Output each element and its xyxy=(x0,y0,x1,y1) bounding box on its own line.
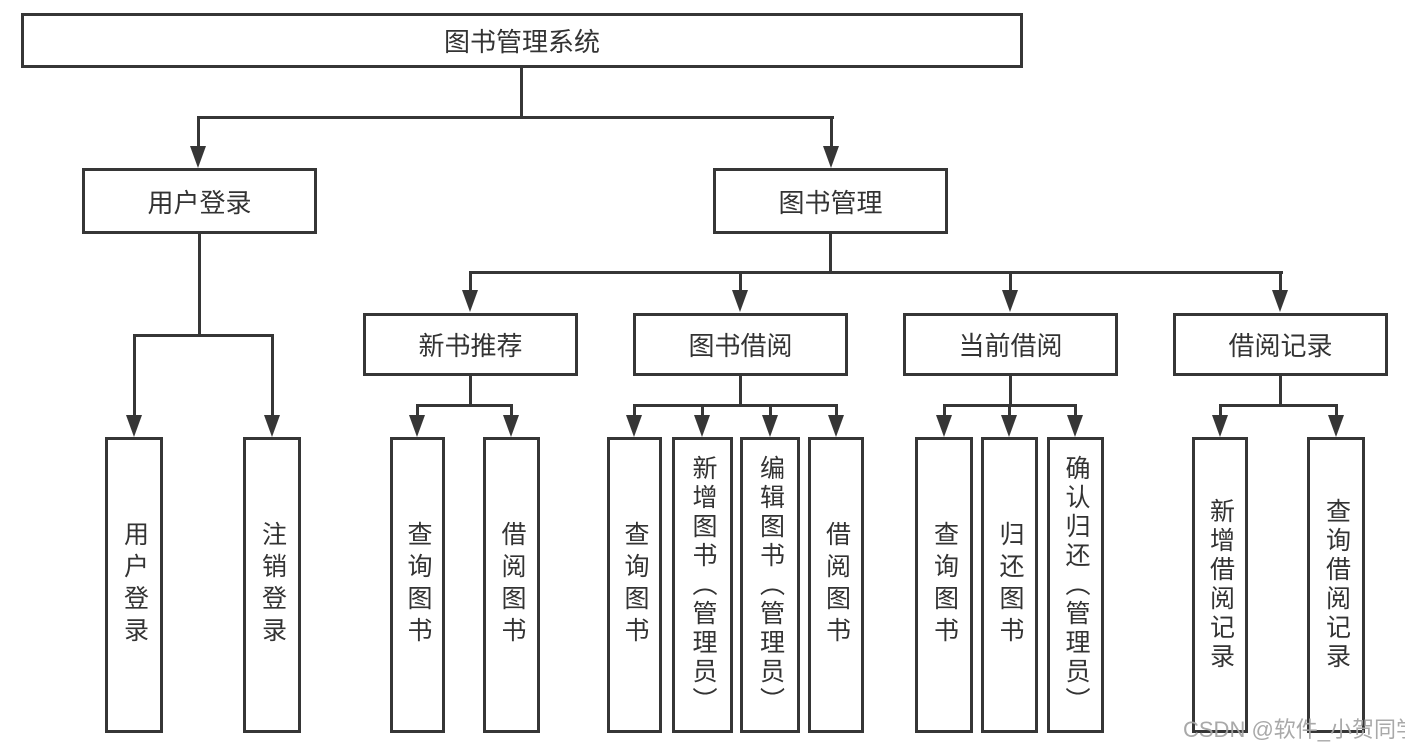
arrow-down-icon xyxy=(732,290,748,312)
arrow-down-icon xyxy=(828,415,844,437)
connector-line xyxy=(1009,271,1012,292)
leaf-borrow-books-recommend: 借阅图书 xyxy=(483,437,540,733)
connector-book-management-horizontal xyxy=(469,271,1283,274)
arrow-down-icon xyxy=(694,415,710,437)
connector-line xyxy=(416,404,419,417)
leaf-user-login: 用户登录 xyxy=(105,437,163,733)
arrow-down-icon xyxy=(126,415,142,437)
connector-line xyxy=(739,271,742,292)
arrow-down-icon xyxy=(190,146,206,168)
connector-line xyxy=(510,404,513,417)
node-label: 用户登录 xyxy=(120,521,149,649)
connector-line xyxy=(1279,374,1282,407)
connector-line xyxy=(633,404,636,417)
arrow-down-icon xyxy=(1212,415,1228,437)
leaf-query-borrow-record: 查询借阅记录 xyxy=(1307,437,1365,733)
connector-user-login-stem xyxy=(198,234,201,336)
node-label: 借阅记录 xyxy=(1228,331,1333,361)
connector-line xyxy=(271,334,274,417)
node-label: 图书管理系统 xyxy=(443,27,600,57)
node-library-management-system: 图书管理系统 xyxy=(21,13,1023,68)
node-label: 查询图书 xyxy=(621,521,649,649)
leaf-confirm-return-admin: 确认归还（管理员） xyxy=(1047,437,1104,733)
connector-line xyxy=(469,271,472,292)
leaf-logout-login: 注销登录 xyxy=(243,437,301,733)
connector-line xyxy=(633,404,838,407)
arrow-down-icon xyxy=(823,146,839,168)
node-new-book-recommendation: 新书推荐 xyxy=(363,313,578,376)
node-current-borrowing: 当前借阅 xyxy=(903,313,1118,376)
node-label: 借阅图书 xyxy=(822,521,851,649)
connector-line xyxy=(133,334,136,417)
connector-line xyxy=(701,404,704,417)
node-label: 用户登录 xyxy=(147,187,252,218)
node-label: 当前借阅 xyxy=(958,331,1063,361)
leaf-add-book-admin: 新增图书（管理员） xyxy=(672,437,733,733)
arrow-down-icon xyxy=(762,415,778,437)
node-borrowing-records: 借阅记录 xyxy=(1173,313,1388,376)
connector-line xyxy=(1219,404,1222,417)
arrow-down-icon xyxy=(503,415,519,437)
node-label: 确认归还（管理员） xyxy=(1062,454,1090,716)
node-label: 图书管理 xyxy=(778,187,883,218)
node-label: 归还图书 xyxy=(996,521,1024,649)
arrow-down-icon xyxy=(1328,415,1344,437)
connector-line xyxy=(197,116,200,148)
connector-line xyxy=(769,404,772,417)
connector-user-login-horizontal xyxy=(133,334,274,337)
connector-line xyxy=(1279,271,1282,292)
arrow-down-icon xyxy=(1001,415,1017,437)
arrow-down-icon xyxy=(409,415,425,437)
connector-line xyxy=(469,374,472,407)
connector-line xyxy=(739,374,742,407)
node-user-login: 用户登录 xyxy=(82,168,317,234)
node-label: 图书借阅 xyxy=(688,331,793,361)
connector-root-stem xyxy=(520,66,523,118)
connector-line xyxy=(1009,374,1012,407)
arrow-down-icon xyxy=(462,290,478,312)
arrow-down-icon xyxy=(626,415,642,437)
leaf-return-book: 归还图书 xyxy=(981,437,1038,733)
node-label: 新书推荐 xyxy=(418,331,523,361)
leaf-query-books-recommend: 查询图书 xyxy=(390,437,445,733)
node-label: 查询图书 xyxy=(930,521,959,649)
leaf-query-books-current: 查询图书 xyxy=(915,437,973,733)
leaf-borrow-books-borrow: 借阅图书 xyxy=(808,437,864,733)
connector-line xyxy=(1219,404,1338,407)
connector-book-management-stem xyxy=(829,234,832,274)
arrow-down-icon xyxy=(1272,290,1288,312)
node-label: 查询借阅记录 xyxy=(1322,498,1351,672)
connector-line xyxy=(1008,404,1011,417)
connector-line xyxy=(943,404,946,417)
node-label: 注销登录 xyxy=(258,521,287,649)
connector-root-horizontal xyxy=(197,116,834,119)
connector-line xyxy=(1074,404,1077,417)
leaf-add-borrow-record: 新增借阅记录 xyxy=(1192,437,1248,733)
arrow-down-icon xyxy=(264,415,280,437)
leaf-edit-book-admin: 编辑图书（管理员） xyxy=(740,437,800,733)
connector-line xyxy=(416,404,513,407)
node-book-management: 图书管理 xyxy=(713,168,948,234)
connector-line xyxy=(835,404,838,417)
node-label: 编辑图书（管理员） xyxy=(756,454,785,716)
arrow-down-icon xyxy=(1067,415,1083,437)
connector-line xyxy=(830,116,833,148)
arrow-down-icon xyxy=(1002,290,1018,312)
node-label: 借阅图书 xyxy=(498,521,526,649)
watermark: CSDN @软件_小贺同学 xyxy=(1183,717,1405,742)
node-book-borrowing: 图书借阅 xyxy=(633,313,848,376)
node-label: 新增借阅记录 xyxy=(1206,498,1235,672)
leaf-query-books-borrow: 查询图书 xyxy=(607,437,662,733)
node-label: 查询图书 xyxy=(404,521,432,649)
arrow-down-icon xyxy=(936,415,952,437)
connector-line xyxy=(1335,404,1338,417)
node-label: 新增图书（管理员） xyxy=(689,454,717,716)
